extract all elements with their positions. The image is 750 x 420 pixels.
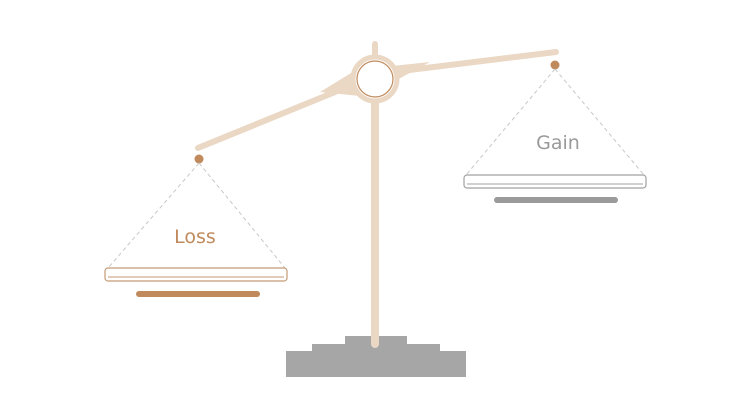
scale-post: [371, 94, 379, 348]
pivot-ring: [350, 54, 400, 104]
scale-beam: [195, 49, 559, 151]
base-bottom-step: [286, 351, 466, 377]
right-pan-shadow: [494, 197, 618, 203]
right-string-right: [554, 68, 645, 176]
left-string-left: [107, 162, 200, 269]
base-middle-step: [312, 344, 440, 352]
right-hook-dot: [550, 60, 560, 70]
beam-left-arm: [195, 80, 360, 151]
right-pan-group: Gain: [463, 60, 647, 203]
beam-right-arm: [390, 49, 559, 75]
left-string-right: [198, 162, 286, 269]
loss-label: Loss: [174, 226, 216, 248]
right-pan-plate: [463, 174, 647, 189]
right-string-left: [465, 68, 556, 176]
beam-right-taper: [392, 62, 430, 82]
gain-label: Gain: [536, 132, 580, 154]
left-pan-plate: [104, 267, 288, 282]
left-hook-dot: [194, 154, 204, 164]
left-pan-shadow: [136, 291, 260, 297]
pivot-ring-inner: [356, 60, 394, 98]
beam-left-taper: [320, 70, 360, 96]
left-pan-group: Loss: [104, 154, 288, 297]
